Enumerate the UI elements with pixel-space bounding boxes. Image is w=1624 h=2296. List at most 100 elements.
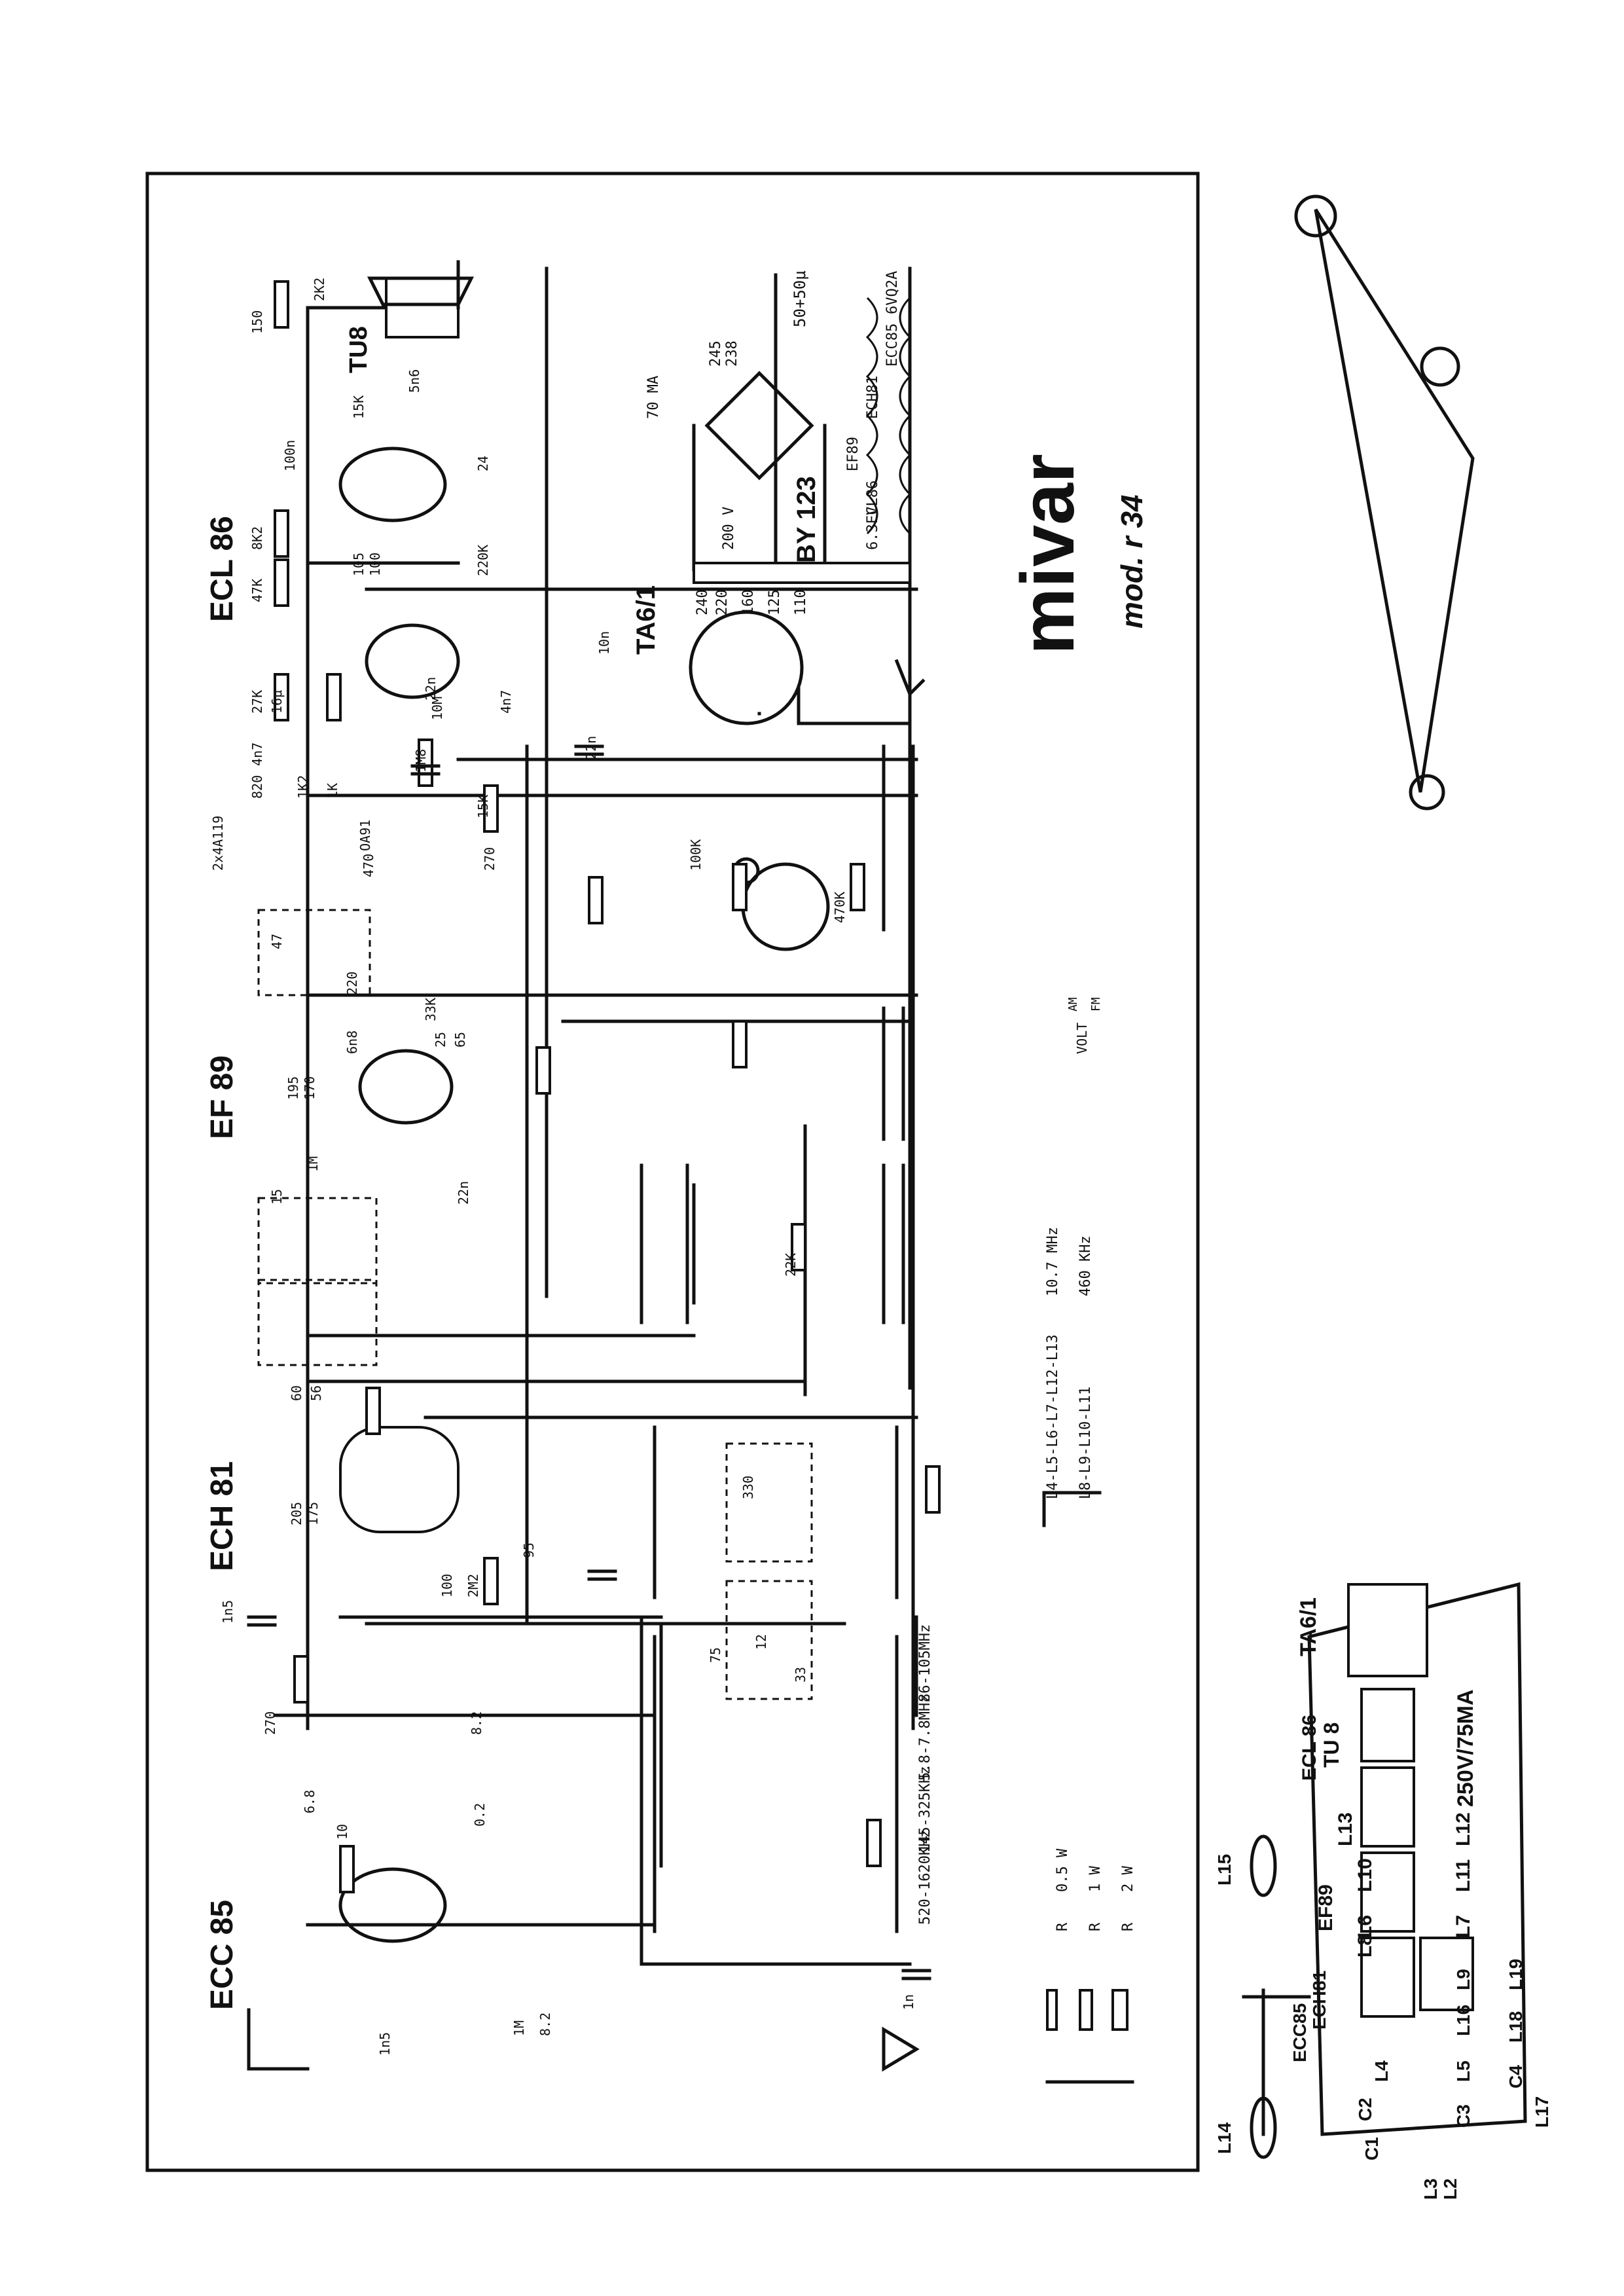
svg-text:2K2: 2K2 <box>312 278 327 301</box>
svg-text:1M8: 1M8 <box>413 749 429 773</box>
layout-l15: L15 <box>1214 1854 1235 1886</box>
layout-tu8: TU 8 <box>1320 1722 1343 1768</box>
svg-text:27K: 27K <box>249 690 265 714</box>
output-transformer-label: TU8 <box>345 326 372 373</box>
anode-current-label: 70 MA <box>645 376 662 419</box>
layout-ecl86: ECL 86 <box>1299 1715 1320 1781</box>
svg-text:56: 56 <box>308 1385 324 1401</box>
layout-l5: L5 <box>1453 2060 1473 2082</box>
brand-name: mivar <box>1006 454 1090 655</box>
legend-w2: 1 W <box>1087 1866 1104 1892</box>
svg-text:1n5: 1n5 <box>377 2032 393 2056</box>
svg-text:4n7: 4n7 <box>498 690 514 714</box>
svg-text:47: 47 <box>269 934 285 949</box>
if-legend-row1-coils: L4-L5-L6-L7-L12-L13 <box>1045 1334 1061 1499</box>
svg-text:820: 820 <box>249 775 265 799</box>
chassis-layout <box>1242 194 1527 2159</box>
tube-ef89: EF 89 <box>205 1055 240 1139</box>
svg-text:12: 12 <box>753 1634 769 1650</box>
svg-text:220K: 220K <box>475 545 491 576</box>
svg-text:22n: 22n <box>456 1181 471 1205</box>
svg-text:10: 10 <box>334 1824 350 1840</box>
voltage-63: 6.3 V <box>865 507 881 550</box>
svg-text:100K: 100K <box>688 839 704 871</box>
legend-r2: R <box>1087 1922 1104 1931</box>
layout-c2: C2 <box>1355 2098 1375 2121</box>
svg-text:22n: 22n <box>423 677 439 701</box>
svg-text:15K: 15K <box>351 395 367 419</box>
svg-text:6n8: 6n8 <box>344 1030 360 1054</box>
layout-l7: L7 <box>1453 1915 1474 1938</box>
layout-ech81: ECH81 <box>1309 1971 1329 2030</box>
layout-c3: C3 <box>1453 2104 1473 2128</box>
layout-l13: L13 <box>1335 1812 1356 1846</box>
svg-text:47K: 47K <box>249 579 265 602</box>
svg-text:0.2: 0.2 <box>472 1803 488 1827</box>
legend-r1: R <box>1055 1922 1071 1931</box>
svg-text:5n6: 5n6 <box>406 369 422 393</box>
layout-chassis-label: 250V/75MA <box>1453 1689 1478 1807</box>
svg-text:8K2: 8K2 <box>249 526 265 550</box>
if-legend-row2-freq: 460 KHz <box>1077 1235 1094 1296</box>
schematic-border <box>145 172 1200 2172</box>
tap-160: 160 <box>740 589 757 615</box>
svg-text:33K: 33K <box>423 998 439 1021</box>
capacitors <box>247 744 931 1980</box>
fil-6vq2a: 6VQ2A <box>884 271 901 314</box>
layout-l3: L3 <box>1420 2178 1441 2200</box>
rectifier-label: BY 123 <box>792 476 821 563</box>
svg-text:1n5: 1n5 <box>220 1600 236 1624</box>
svg-text:270: 270 <box>262 1711 278 1735</box>
band-mw: 520-1620KHz <box>917 1829 933 1925</box>
svg-text:1n: 1n <box>901 1994 916 2010</box>
svg-text:220: 220 <box>344 972 360 995</box>
svg-text:33: 33 <box>793 1667 808 1683</box>
volt-am: AM <box>1066 997 1080 1011</box>
circuit-wiring <box>247 260 941 2072</box>
svg-text:22n: 22n <box>583 736 599 759</box>
svg-text:270: 270 <box>482 847 497 871</box>
svg-text:1M: 1M <box>511 2020 527 2036</box>
svg-text:105: 105 <box>351 553 367 576</box>
tap-240: 240 <box>695 589 711 615</box>
layout-ta61: TA6/1 <box>1296 1597 1321 1656</box>
svg-text:175: 175 <box>305 1502 321 1525</box>
legend-w1: 0.5 W <box>1055 1848 1071 1892</box>
svg-text:2M2: 2M2 <box>465 1574 481 1597</box>
svg-text:470: 470 <box>361 854 376 877</box>
svg-text:75: 75 <box>708 1647 723 1663</box>
if-legend-row2-coils: L8-L9-L10-L11 <box>1077 1387 1094 1499</box>
svg-text:10n: 10n <box>596 631 612 655</box>
tap-125: 125 <box>767 589 783 615</box>
rotated-text: mivar mod. r 34 ECL 86 EF 89 ECH 81 ECC … <box>205 270 1552 2200</box>
svg-text:330: 330 <box>740 1476 756 1499</box>
fil-ef89: EF89 <box>845 437 861 471</box>
layout-l17: L17 <box>1532 2096 1552 2128</box>
svg-text:60: 60 <box>289 1385 304 1401</box>
legend-r3: R <box>1120 1922 1136 1931</box>
svg-text:100n: 100n <box>282 440 298 471</box>
band-lw: 145-325KHz <box>917 1766 933 1853</box>
svg-text:100: 100 <box>439 1574 455 1597</box>
svg-text:10M: 10M <box>429 697 445 720</box>
tube-ecc85: ECC 85 <box>205 1900 240 2010</box>
layout-l8: L8 <box>1354 1935 1376 1958</box>
layout-l14: L14 <box>1214 2122 1235 2154</box>
band-fm: 86-105MHz <box>917 1624 933 1702</box>
fil-ech81: ECH81 <box>865 376 881 419</box>
svg-text:95: 95 <box>521 1542 537 1558</box>
svg-text:470K: 470K <box>832 892 848 923</box>
svg-text:25: 25 <box>433 1032 448 1048</box>
svg-text:100: 100 <box>367 553 383 576</box>
svg-text:16μ: 16μ <box>269 690 285 714</box>
svg-text:22K: 22K <box>783 1253 799 1277</box>
if-legend-row1-freq: 10.7 MHz <box>1045 1227 1061 1296</box>
anode-voltage-1: 245 <box>708 340 724 367</box>
layout-l18: L18 <box>1506 2011 1526 2043</box>
layout-l12: L12 <box>1453 1812 1474 1846</box>
svg-text:8.2: 8.2 <box>469 1711 484 1735</box>
tube-ech81: ECH 81 <box>205 1461 240 1571</box>
svg-text:1M: 1M <box>305 1156 321 1172</box>
svg-text:2x4A119: 2x4A119 <box>210 816 226 871</box>
svg-text:6.8: 6.8 <box>302 1790 317 1813</box>
